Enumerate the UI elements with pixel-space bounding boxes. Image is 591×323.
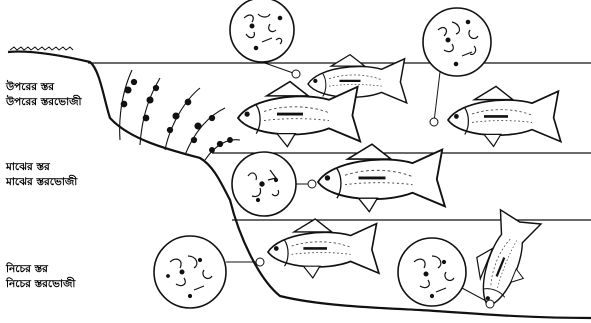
fish-icon	[318, 144, 445, 212]
fish-icon	[448, 86, 561, 146]
plankton-icon	[230, 0, 300, 78]
pond-bank-texture	[10, 47, 73, 50]
fish-icon	[268, 219, 379, 278]
plankton-icon	[232, 152, 316, 216]
aquatic-plant-icon	[120, 70, 240, 160]
fish-icon	[462, 206, 545, 314]
